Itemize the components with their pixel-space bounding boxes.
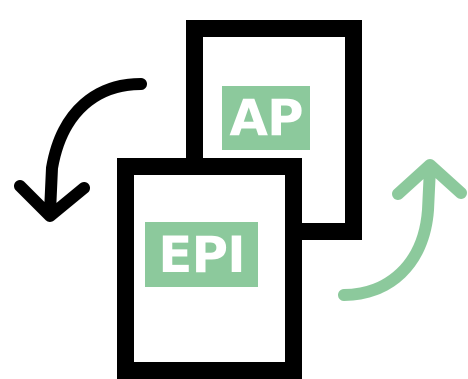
ap-label: AP	[222, 86, 310, 150]
epi-document: EPI	[117, 158, 302, 379]
epi-label: EPI	[145, 222, 258, 287]
